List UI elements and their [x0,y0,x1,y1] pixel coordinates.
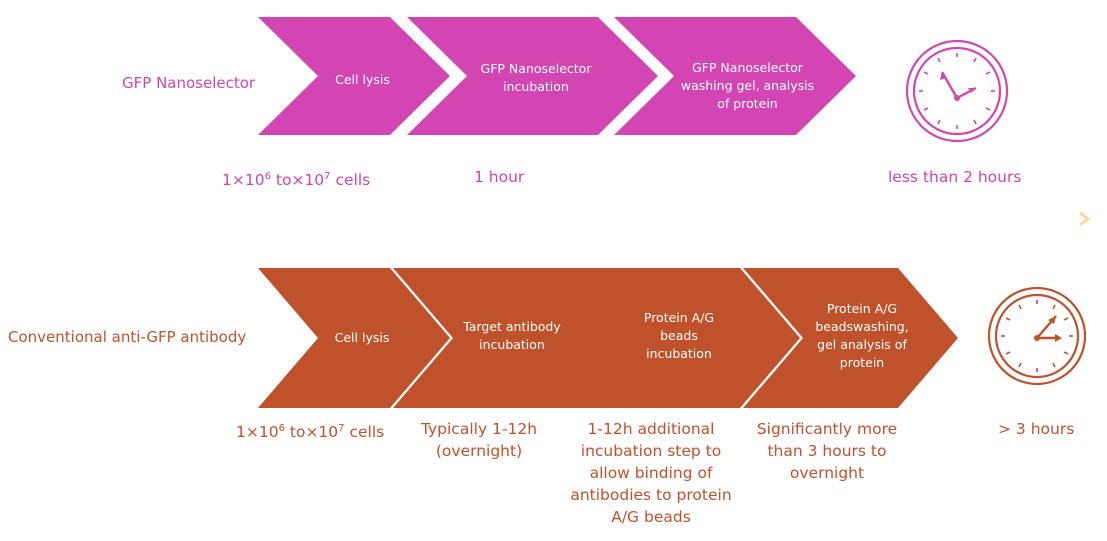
cells-exponent-1: 6 [278,423,285,434]
nanoselector-step-2-label: GFP Nanoselector incubation [480,61,592,94]
conventional-row-title: Conventional anti-GFP antibody [8,328,247,346]
conventional-beads-time-caption: 1-12h additional incubation step to allo… [570,420,732,526]
conventional-wash-time-caption: Significantly more than 3 hours to overn… [756,420,898,482]
cells-prefix: 1×10 [222,171,265,190]
chevron-step-3 [614,17,856,135]
clock-icon [987,286,1087,386]
conventional-step-1-label: Cell lysis [334,330,390,345]
nanoselector-incubation-caption: 1 hour [474,168,525,186]
conventional-chevrons [258,268,958,408]
nanoselector-cells-caption: 1×106 to×107 cells [222,166,370,191]
chevron-step-2 [407,17,658,135]
conventional-step-4-label: Protein A/G beadswashing, gel analysis o… [815,301,909,370]
nanoselector-chevrons [258,17,856,135]
conventional-cells-caption: 1×106 to×107 cells [236,418,384,443]
nanoselector-total-caption: less than 2 hours [888,168,1022,186]
nanoselector-step-1-label: Cell lysis [335,72,390,87]
chevron-step-4 [743,268,958,408]
cells-suffix: cells [344,423,385,442]
clock-icon [905,39,1009,143]
cells-middle: to×10 [270,171,325,190]
nanoselector-step-3-label: GFP Nanoselector washing gel, analysis o… [680,60,815,111]
timeline-arrow [64,212,1091,226]
conventional-total-caption: > 3 hours [998,420,1075,438]
cells-exponent-1: 6 [264,171,271,182]
chevron-step-3 [578,268,800,408]
chevron-step-1 [258,17,450,135]
conventional-antibody-time-caption: Typically 1-12h (overnight) [420,420,538,460]
cells-exponent-2: 7 [324,171,331,182]
conventional-step-3-label: Protein A/G beads incubation [643,310,715,361]
chevron-step-2 [393,268,640,408]
nanoselector-row-title: GFP Nanoselector [122,74,256,92]
cells-middle: to×10 [284,423,339,442]
cells-suffix: cells [330,171,371,190]
conventional-step-2-label: Target antibody incubation [463,319,561,352]
cells-prefix: 1×10 [236,423,279,442]
chevron-step-1 [258,268,450,408]
cells-exponent-2: 7 [338,423,345,434]
